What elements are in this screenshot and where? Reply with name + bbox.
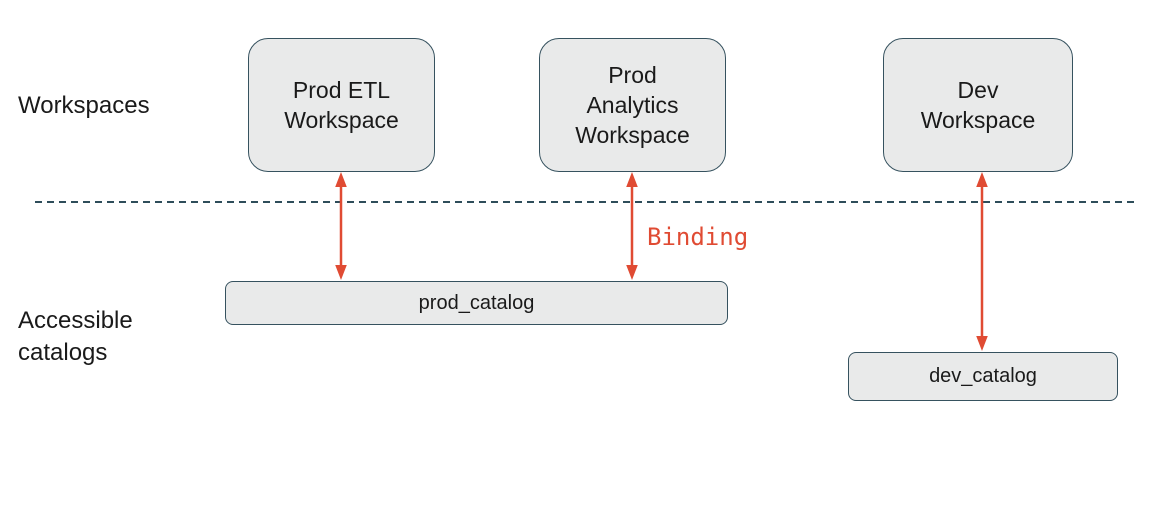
node-prod-etl-workspace: Prod ETL Workspace bbox=[248, 38, 435, 172]
node-dev-workspace-label: Dev Workspace bbox=[920, 77, 1036, 133]
node-prod-catalog-label: prod_catalog bbox=[418, 291, 535, 314]
bidirectional-arrow-prod-analytics-to-prod-catalog-icon bbox=[626, 172, 638, 280]
node-prod-analytics-workspace-label: Prod Analytics Workspace bbox=[575, 62, 690, 148]
node-prod-catalog: prod_catalog bbox=[225, 281, 728, 325]
node-dev-workspace: Dev Workspace bbox=[883, 38, 1073, 172]
workspaces-catalogs-divider-line bbox=[35, 201, 1135, 203]
node-prod-etl-workspace-label: Prod ETL Workspace bbox=[284, 77, 399, 133]
workspaces-row-label: Workspaces bbox=[18, 92, 150, 119]
node-dev-catalog: dev_catalog bbox=[848, 352, 1118, 401]
node-dev-catalog-label: dev_catalog bbox=[929, 365, 1037, 387]
bidirectional-arrow-dev-to-dev-catalog-icon bbox=[976, 172, 988, 351]
accessible-catalogs-row-label: Accessible catalogs bbox=[18, 307, 133, 366]
binding-annotation-label: Binding bbox=[647, 223, 749, 251]
bidirectional-arrow-prod-etl-to-prod-catalog-icon bbox=[335, 172, 347, 280]
node-prod-analytics-workspace: Prod Analytics Workspace bbox=[539, 38, 726, 172]
